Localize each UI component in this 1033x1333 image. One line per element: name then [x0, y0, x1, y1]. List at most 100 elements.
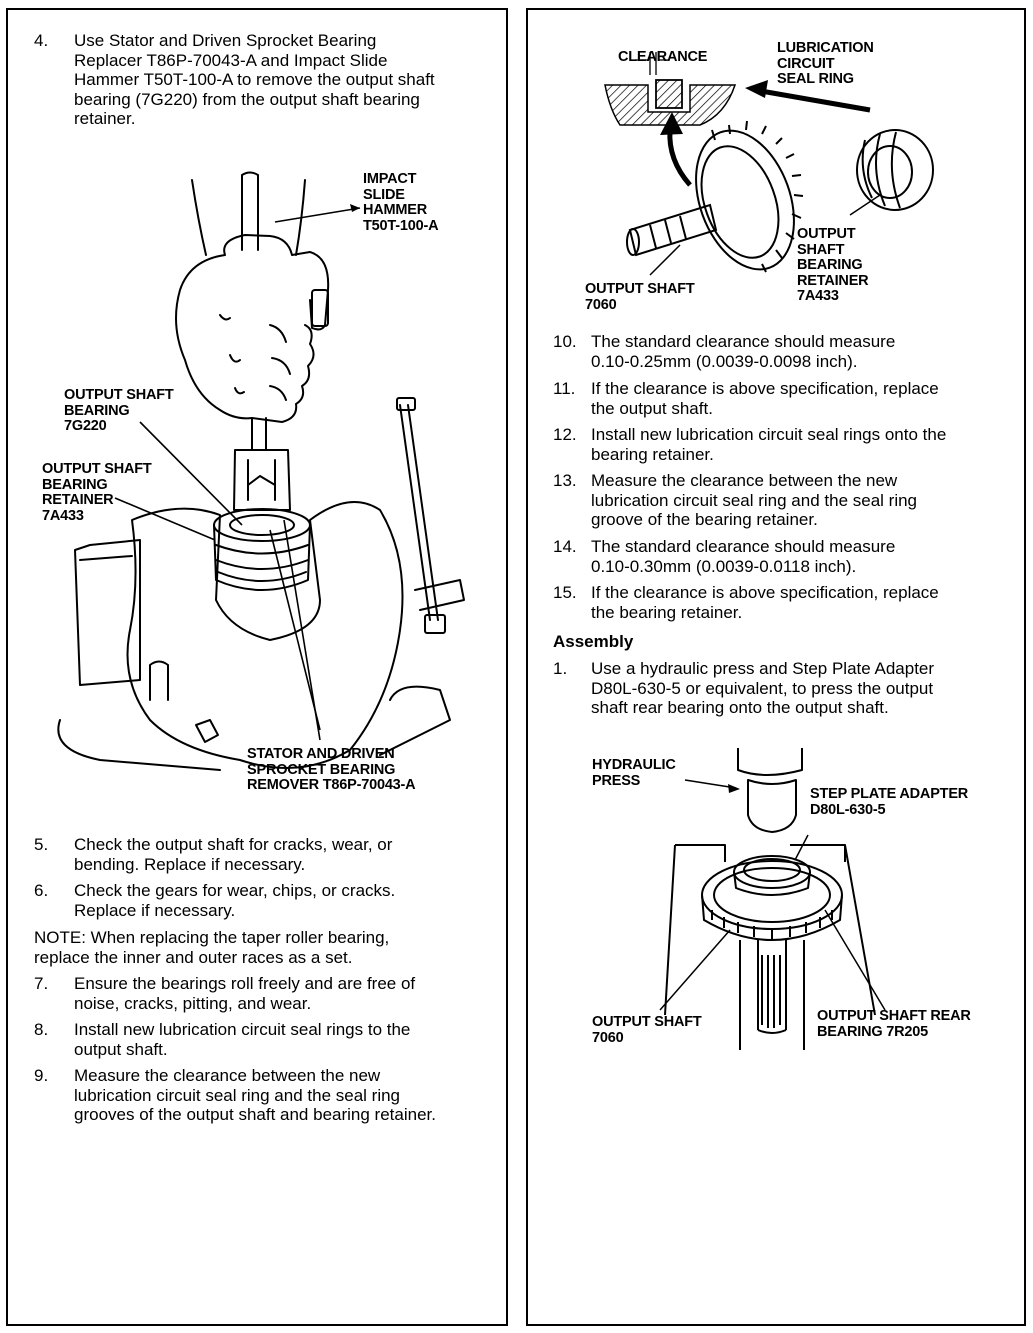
output-shaft	[628, 203, 718, 257]
output-shaft	[757, 940, 787, 1034]
text-line: The standard clearance should measure	[591, 537, 896, 556]
text-line: REMOVER T86P-70043-A	[247, 777, 416, 793]
text-line: SPROCKET BEARING	[247, 761, 396, 778]
text-line: Check the gears for wear, chips, or crac…	[74, 881, 396, 900]
bench-vise	[74, 539, 141, 686]
text-line: OUTPUT	[797, 226, 856, 242]
text-line: The standard clearance should measure	[591, 332, 896, 351]
press-fixture	[664, 844, 876, 1016]
text-line: output shaft.	[74, 1039, 168, 1059]
text-line: If the clearance is above specification,…	[591, 379, 939, 398]
vise-handle	[399, 404, 439, 621]
text-line: bending. Replace if necessary.	[74, 854, 306, 874]
text-line: Measure the clearance between the new	[74, 1066, 381, 1085]
text-line: SEAL RING	[777, 71, 854, 87]
text-line: PRESS	[592, 772, 641, 789]
text-line: bearing (7G220) from the output shaft be…	[74, 89, 420, 109]
text-line: OUTPUT SHAFT REAR	[817, 1008, 971, 1024]
text-line: noise, cracks, pitting, and wear.	[74, 993, 312, 1013]
text-line: grooves of the output shaft and bearing …	[74, 1105, 436, 1124]
text-line: Measure the clearance between the new	[591, 471, 898, 490]
text-line: bearing retainer.	[591, 444, 714, 464]
assembly-heading: Assembly	[553, 632, 634, 651]
text-line: 7G220	[64, 418, 107, 434]
text-line: Ensure the bearings roll freely and are …	[74, 974, 416, 993]
hand	[175, 234, 330, 423]
text-line: Use a hydraulic press and Step Plate Ada…	[591, 659, 935, 678]
text-line: STATOR AND DRIVEN	[247, 746, 395, 762]
text-line: replace the inner and outer races as a s…	[34, 947, 353, 967]
gear	[695, 129, 795, 271]
text-line: If the clearance is above specification,…	[591, 583, 939, 602]
text-line: HYDRAULIC	[592, 757, 676, 773]
text-line: 0.10-0.30mm (0.0039-0.0118 inch).	[591, 556, 857, 576]
text-line: the output shaft.	[591, 398, 713, 418]
text-line: shaft rear bearing onto the output shaft…	[591, 698, 889, 717]
text-line: 7060	[585, 296, 617, 313]
text-line: OUTPUT SHAFT	[64, 387, 174, 403]
seal-ring	[655, 79, 683, 109]
text-line: RETAINER	[42, 492, 114, 508]
seal-groove	[604, 84, 737, 126]
bearing-retainer	[856, 129, 934, 211]
right-column	[526, 8, 1026, 1326]
text-line: D80L-630-5	[810, 801, 886, 818]
text-line: LUBRICATION	[777, 40, 874, 56]
hammer-shaft	[241, 171, 259, 251]
text-line: SLIDE	[363, 186, 405, 203]
text-line: IMPACT	[363, 171, 417, 187]
text-line: Install new lubrication circuit seal rin…	[74, 1020, 411, 1039]
text-line: OUTPUT SHAFT	[42, 461, 152, 477]
text-line: 0.10-0.25mm (0.0039-0.0098 inch).	[591, 351, 858, 371]
text-line: BEARING 7R205	[817, 1023, 929, 1040]
text-line: D80L-630-5 or equivalent, to press the o…	[591, 678, 934, 698]
text-line: lubrication circuit seal ring and the se…	[74, 1085, 401, 1105]
left-column	[6, 8, 508, 1326]
remover-tool	[233, 449, 291, 511]
step-plate-adapter	[747, 779, 797, 833]
text-line: BEARING	[42, 476, 108, 493]
bearing-retainer	[213, 508, 311, 542]
hydraulic-press-drawing	[659, 748, 886, 1050]
text-line: STEP PLATE ADAPTER	[810, 786, 969, 802]
press-ram	[737, 748, 803, 776]
text-line: Hammer T50T-100-A to remove the output s…	[74, 70, 435, 89]
slide-hammer-drawing	[57, 171, 465, 771]
text-line: retainer.	[74, 109, 136, 128]
text-line: lubrication circuit seal ring and the se…	[591, 490, 918, 510]
text-line: the bearing retainer.	[591, 602, 743, 622]
text-line: groove of the bearing retainer.	[591, 510, 818, 529]
text-line: OUTPUT SHAFT	[592, 1014, 702, 1030]
text-line: Check the output shaft for cracks, wear,…	[74, 835, 393, 854]
text-line: Replacer T86P-70043-A and Impact Slide	[74, 50, 388, 70]
text-line: 7A433	[42, 507, 84, 524]
text-line: CIRCUIT	[777, 55, 835, 72]
text-line: 7060	[592, 1029, 624, 1046]
text-line: 7A433	[797, 288, 839, 304]
text-line: RETAINER	[797, 272, 869, 289]
shop-rag	[126, 501, 404, 769]
text-line: SHAFT	[797, 241, 845, 258]
text-line: Install new lubrication circuit seal rin…	[591, 425, 947, 444]
text-line: OUTPUT SHAFT	[585, 281, 695, 297]
text-line: Use Stator and Driven Sprocket Bearing	[74, 31, 377, 50]
clearance-drawing	[604, 52, 934, 276]
text-line: BEARING	[64, 402, 130, 419]
text-line: NOTE: When replacing the taper roller be…	[34, 928, 390, 947]
note-taper-bearing: NOTE: When replacing the taper roller be…	[34, 928, 494, 967]
